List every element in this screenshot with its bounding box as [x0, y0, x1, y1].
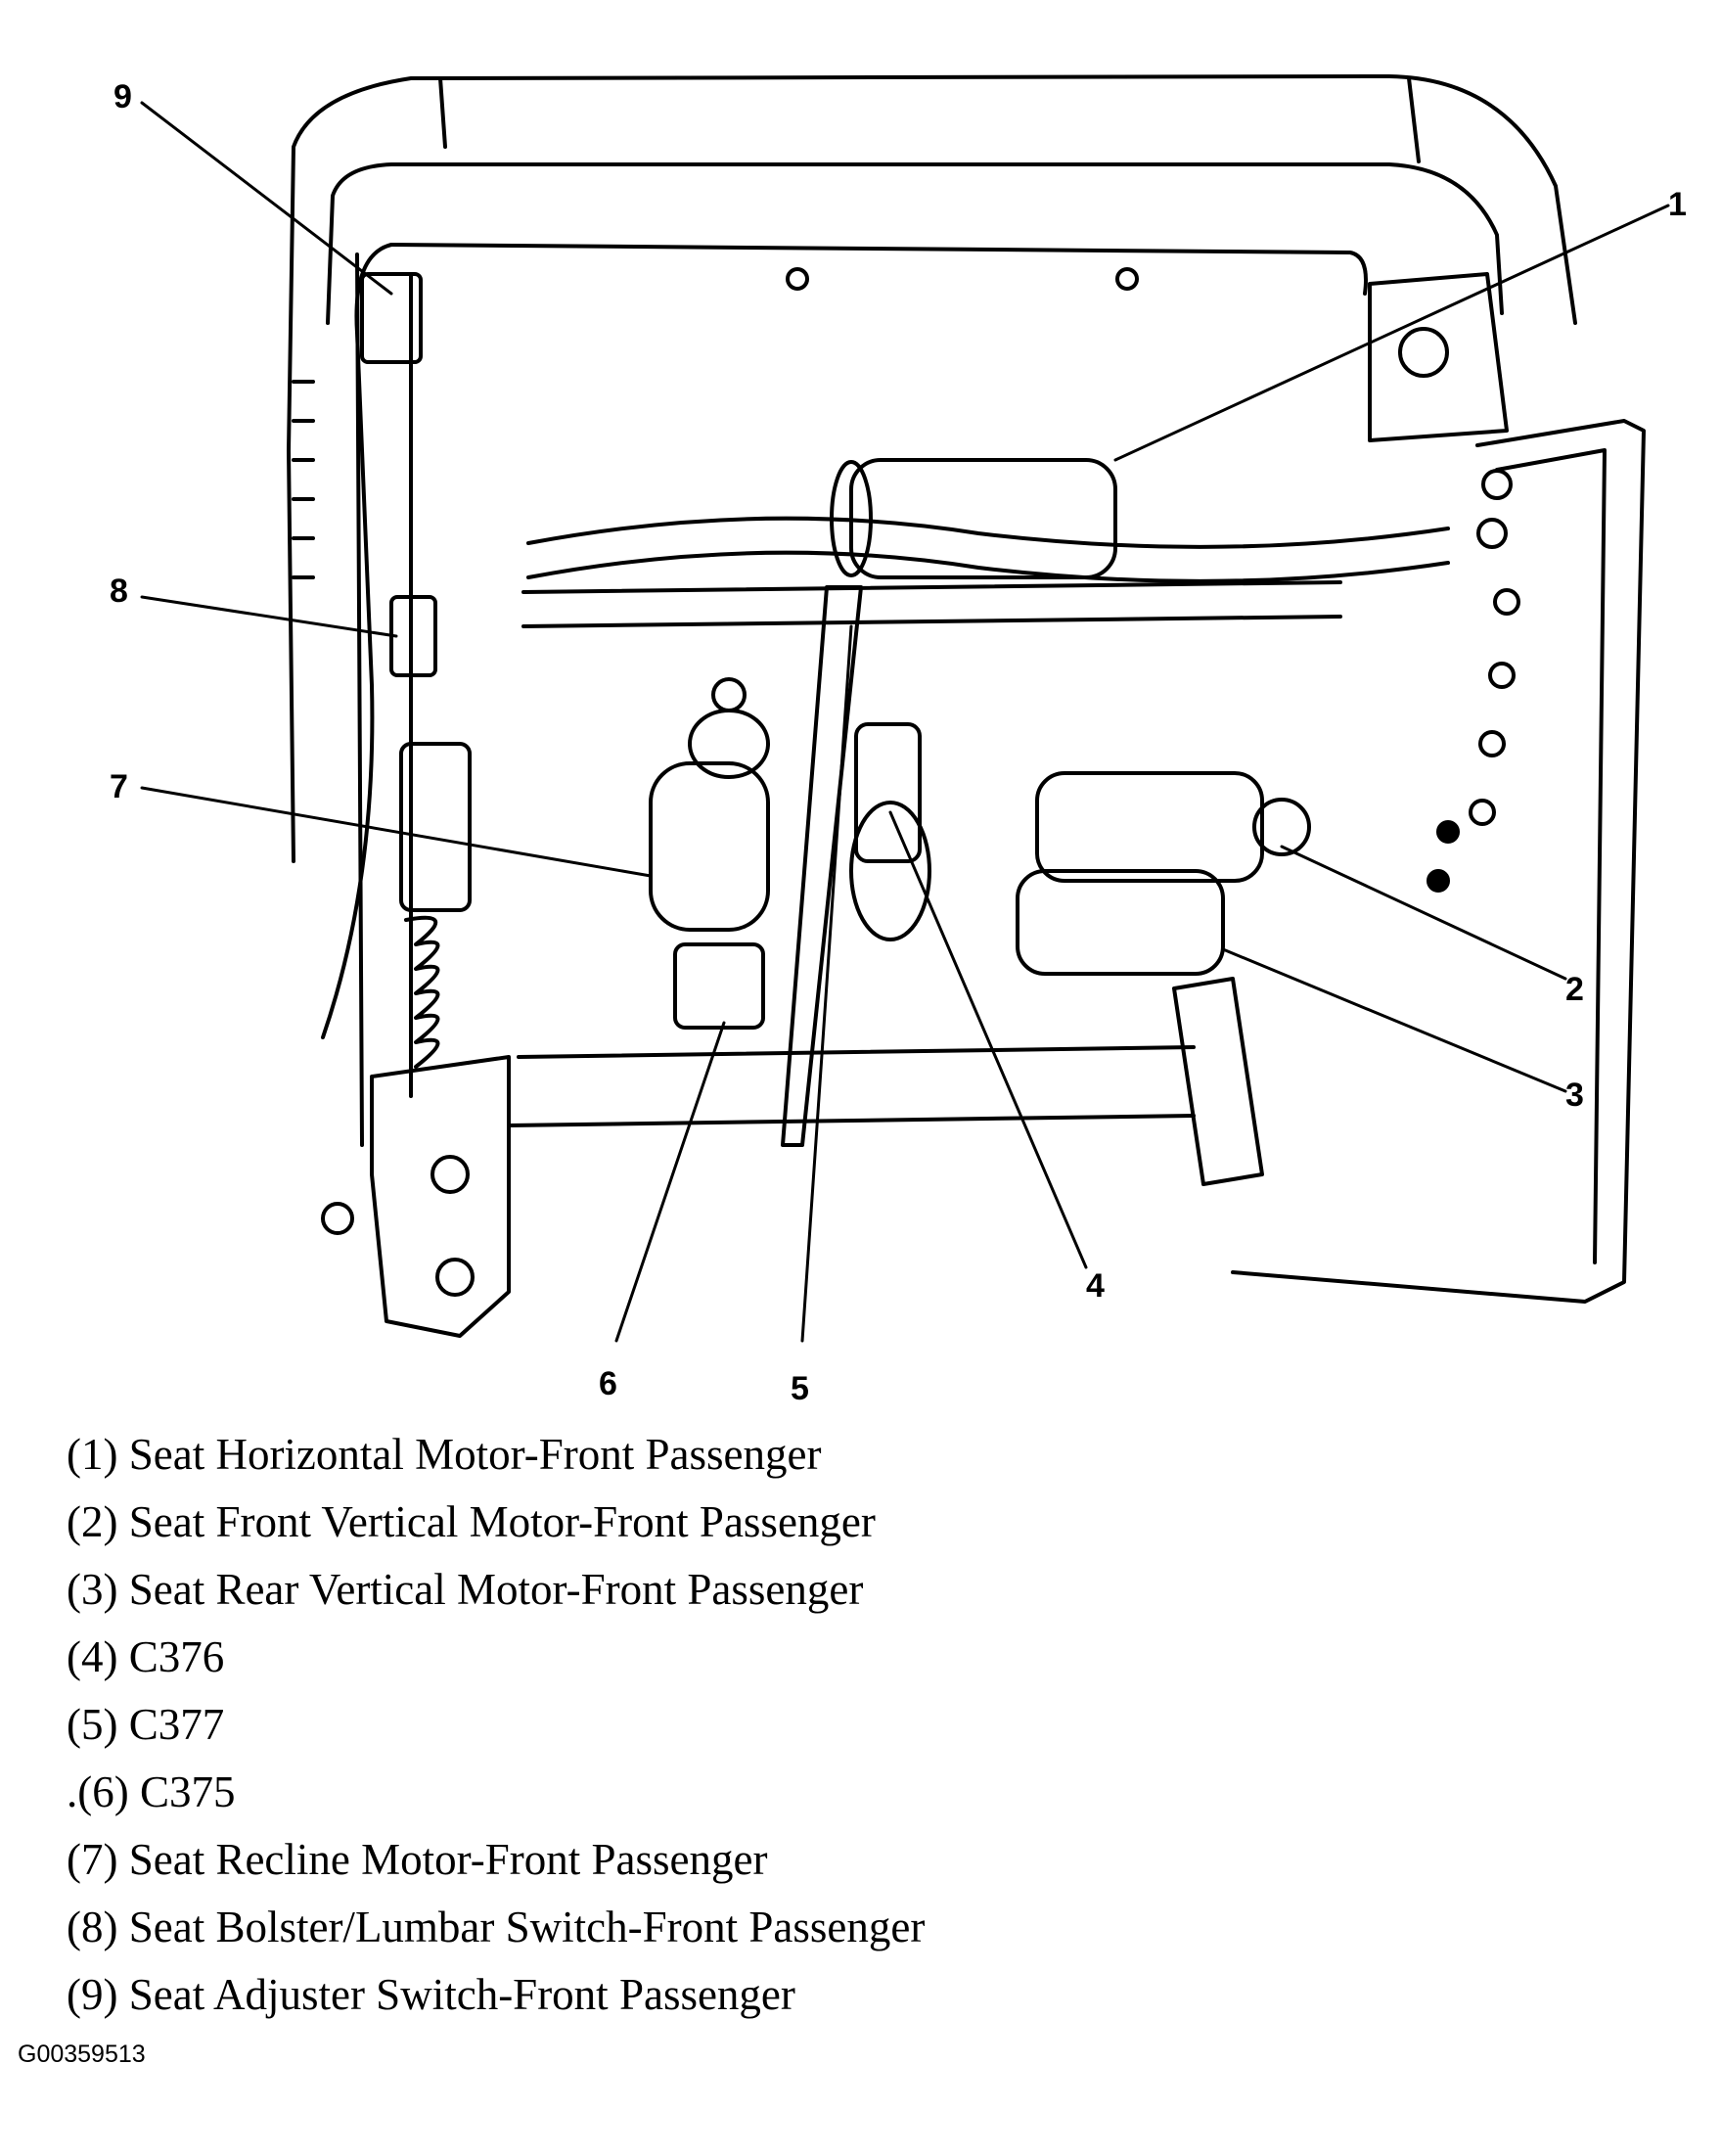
track-bolt — [1436, 820, 1460, 844]
frame-lower-bar — [507, 1045, 1196, 1127]
recliner-base — [370, 1055, 511, 1338]
seat-back-outline — [287, 74, 1577, 863]
frame-left-rail — [355, 252, 413, 1147]
leader-line-5 — [800, 624, 853, 1343]
leader-line-4 — [888, 810, 1088, 1269]
legend-item-3: (3) Seat Rear Vertical Motor-Front Passe… — [67, 1565, 864, 1614]
track-bolt — [1427, 869, 1450, 893]
leader-line-1 — [1113, 204, 1670, 462]
connector-c375 — [673, 942, 765, 1030]
seat-back-top-panel — [438, 76, 1421, 163]
track-hole — [1481, 469, 1513, 500]
component-legend: (1) Seat Horizontal Motor-Front Passenge… — [67, 1421, 1338, 2029]
legend-item-6: .(6) C375 — [67, 1767, 236, 1816]
bracket-hole — [1398, 327, 1449, 378]
front-vertical-motor — [1035, 771, 1264, 883]
leader-line-7 — [140, 786, 653, 878]
horizontal-motor-end — [830, 460, 873, 577]
connector-c377 — [781, 585, 863, 1147]
legend-item-5: (5) C377 — [67, 1700, 225, 1749]
seat-back-inner-rim — [326, 162, 1504, 325]
torque-tube — [526, 516, 1450, 583]
track-hole — [1478, 730, 1506, 757]
callout-4: 4 — [1086, 1267, 1105, 1305]
recline-motor-mount — [711, 677, 747, 712]
wire-harness-left — [321, 243, 393, 1039]
recline-motor-top — [688, 709, 770, 779]
track-hole — [1469, 799, 1496, 826]
legend-item-4: (4) C376 — [67, 1632, 225, 1681]
legend-item-2: (2) Seat Front Vertical Motor-Front Pass… — [67, 1497, 876, 1546]
callout-9: 9 — [113, 78, 132, 115]
recliner-bolt — [430, 1155, 470, 1194]
recliner-bolt — [321, 1202, 354, 1235]
track-hole — [1493, 588, 1520, 616]
legend-item-7: (7) Seat Recline Motor-Front Passenger — [67, 1835, 768, 1884]
legend-item-1: (1) Seat Horizontal Motor-Front Passenge… — [67, 1430, 822, 1479]
recliner-housing — [399, 742, 472, 912]
leader-line-8 — [140, 595, 398, 638]
callout-3: 3 — [1565, 1077, 1584, 1114]
recliner-bolt — [435, 1258, 475, 1297]
harness-clip — [786, 267, 809, 291]
leader-line-3 — [1221, 947, 1567, 1093]
legend-item-9: (9) Seat Adjuster Switch-Front Passenger — [67, 1970, 795, 2019]
connector-c376 — [854, 722, 922, 863]
leader-line-2 — [1280, 845, 1567, 981]
figure-id: G00359513 — [18, 2041, 146, 2068]
seat-assembly-diagram: 1 2 3 4 5 6 7 8 9 — [110, 74, 1687, 1407]
right-seat-track — [1231, 419, 1646, 1304]
motor-gearbox — [1252, 798, 1311, 856]
c376-pivot — [849, 801, 931, 941]
frame-crossbar-upper — [521, 580, 1342, 594]
callout-8: 8 — [110, 573, 128, 610]
callout-5: 5 — [791, 1370, 809, 1407]
harness-clip — [1115, 267, 1139, 291]
frame-crossbar-lower — [521, 615, 1342, 628]
track-hole — [1488, 662, 1516, 689]
recline-motor — [649, 761, 770, 932]
wire-harness-top — [389, 243, 1368, 296]
leader-line-9 — [140, 101, 393, 296]
lumbar-grille — [292, 380, 315, 579]
track-hole — [1476, 518, 1508, 549]
seat-adjuster-switch — [360, 272, 423, 364]
bolster-lumbar-switch — [389, 595, 437, 677]
recliner-spring — [404, 915, 440, 1069]
callout-2: 2 — [1565, 971, 1584, 1008]
callout-6: 6 — [599, 1365, 617, 1402]
bracket-upper-right — [1368, 272, 1509, 442]
legend-item-8: (8) Seat Bolster/Lumbar Switch-Front Pas… — [67, 1903, 926, 1951]
seat-lower-right-bracket — [1172, 977, 1264, 1186]
leader-line-6 — [614, 1021, 726, 1343]
rear-vertical-motor — [1016, 869, 1225, 976]
horizontal-motor — [849, 458, 1117, 579]
callout-1: 1 — [1668, 186, 1687, 223]
callout-7: 7 — [110, 768, 128, 805]
